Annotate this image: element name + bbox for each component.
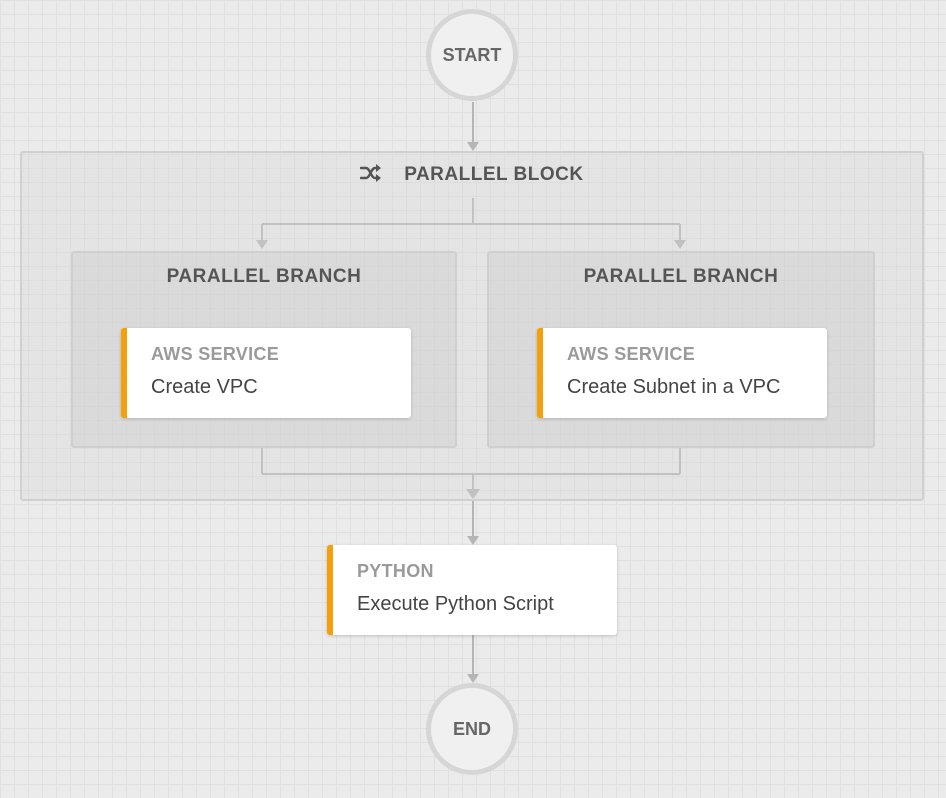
aws-service-card-create-vpc[interactable]: AWS SERVICE Create VPC (121, 328, 411, 418)
arrow-into-python (467, 536, 479, 545)
start-label: START (442, 44, 502, 65)
end-node[interactable]: END (426, 683, 518, 775)
card-type-label: AWS SERVICE (151, 344, 279, 364)
parallel-block-header: PARALLEL BLOCK (22, 164, 922, 186)
start-node[interactable]: START (426, 9, 518, 101)
aws-service-card-create-subnet[interactable]: AWS SERVICE Create Subnet in a VPC (537, 328, 827, 418)
parallel-branch-right[interactable]: PARALLEL BRANCH AWS SERVICE Create Subne… (487, 251, 875, 448)
card-step-label: Create Subnet in a VPC (567, 376, 781, 398)
parallel-block-title: PARALLEL BLOCK (404, 164, 584, 185)
card-step-label: Create VPC (151, 376, 258, 398)
arrow-into-branch-right (674, 240, 686, 249)
parallel-block[interactable]: PARALLEL BLOCK PARALLEL BRANCH AWS SERVI… (20, 151, 924, 501)
parallel-branch-left[interactable]: PARALLEL BRANCH AWS SERVICE Create VPC (71, 251, 457, 448)
shuffle-icon (360, 164, 382, 182)
branch-title: PARALLEL BRANCH (583, 266, 779, 287)
card-type-label: PYTHON (357, 561, 434, 581)
arrow-into-branch-left (256, 240, 268, 249)
arrow-into-end (467, 674, 479, 683)
python-card-execute-script[interactable]: PYTHON Execute Python Script (327, 545, 617, 635)
branch-title: PARALLEL BRANCH (166, 266, 362, 287)
arrow-into-block (467, 142, 479, 151)
card-step-label: Execute Python Script (357, 593, 554, 615)
arrow-join (466, 489, 480, 499)
end-label: END (452, 718, 491, 739)
card-type-label: AWS SERVICE (567, 344, 695, 364)
